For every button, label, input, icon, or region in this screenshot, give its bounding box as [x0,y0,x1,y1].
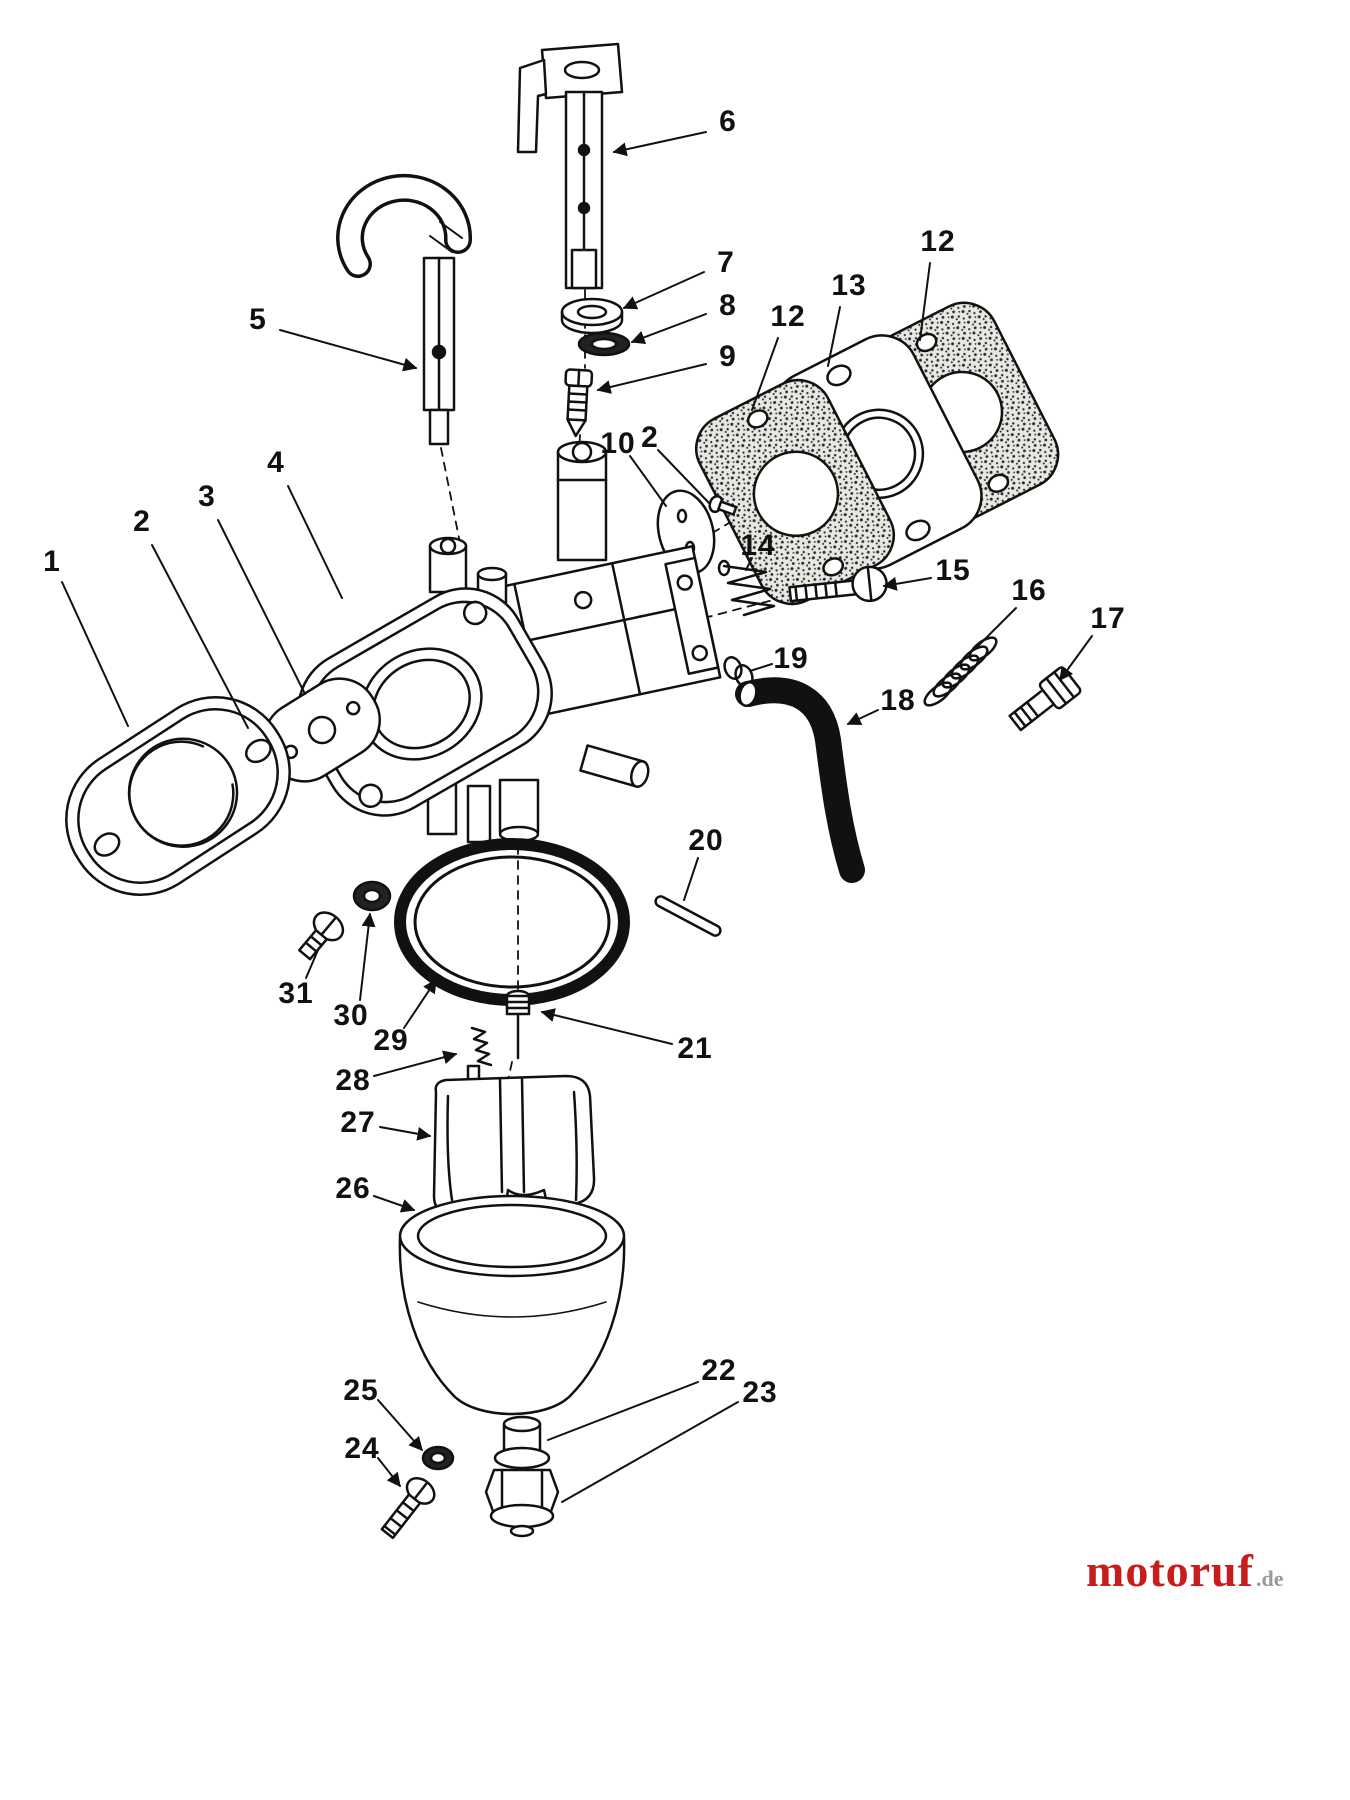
part-label-18: 18 [880,684,916,717]
part-label-25: 25 [343,1374,379,1407]
part-label-15: 15 [935,554,971,587]
part-label-5: 5 [249,303,267,336]
nut-23 [484,1468,560,1538]
part-label-2b: 2 [641,421,659,454]
gasket-3 [263,677,381,783]
bowl-bolt-22 [493,1415,551,1470]
part-label-31: 31 [278,977,314,1010]
part-label-21: 21 [677,1032,713,1065]
choke-shaft-5 [336,173,473,446]
plate-screw-2 [708,494,738,516]
watermark: motoruf.de [1086,1544,1283,1597]
part-label-10: 10 [600,427,636,460]
fuel-hose-18 [735,677,865,883]
washer-30 [352,880,392,912]
part-label-23: 23 [742,1376,778,1409]
flange-gasket-1 [65,696,291,896]
leader-lines [61,131,1093,1503]
part-label-4: 4 [267,446,285,479]
washer-7 [560,297,624,335]
oring-29 [394,838,630,1006]
watermark-suffix: .de [1255,1566,1284,1591]
part-label-26: 26 [335,1172,371,1205]
part-label-2: 2 [133,505,151,538]
part-label-1: 1 [43,545,61,578]
part-label-6: 6 [719,105,737,138]
watermark-brand: motoruf [1086,1545,1254,1596]
part-label-22: 22 [701,1354,737,1387]
part-label-8: 8 [719,289,737,322]
part-label-29: 29 [373,1024,409,1057]
part-label-28: 28 [335,1064,371,1097]
fuel-inlet [579,744,650,788]
part-label-12b: 12 [920,225,956,258]
screw-15 [788,565,888,603]
choke-boss [428,536,468,594]
part-label-27: 27 [340,1106,376,1139]
bolt-17 [1008,666,1082,732]
screw-31 [298,911,345,961]
spring-16 [923,636,998,707]
part-label-12a: 12 [770,300,806,333]
part-label-3: 3 [198,480,216,513]
gasket-12-left [695,378,895,606]
part-label-20: 20 [688,824,724,857]
part-label-19: 19 [773,642,809,675]
part-label-17: 17 [1090,602,1126,635]
throttle-shaft-6 [516,42,624,290]
part-label-7: 7 [717,246,735,279]
seal-8 [577,331,631,357]
part-label-14: 14 [740,529,776,562]
float-pin-20 [654,895,722,937]
float-bowl-26 [398,1194,626,1416]
needle-spring-28 [466,1026,493,1082]
screw-24 [380,1477,436,1540]
washer-25 [421,1445,455,1471]
main-jet-21 [505,989,531,1060]
part-label-16: 16 [1011,574,1047,607]
part-label-13: 13 [831,269,867,302]
part-label-9: 9 [719,340,737,373]
part-label-30: 30 [333,999,369,1032]
mixture-tower [556,440,608,562]
part-label-24: 24 [344,1432,380,1465]
needle-screw-9 [564,368,594,438]
spring-14 [717,559,776,617]
